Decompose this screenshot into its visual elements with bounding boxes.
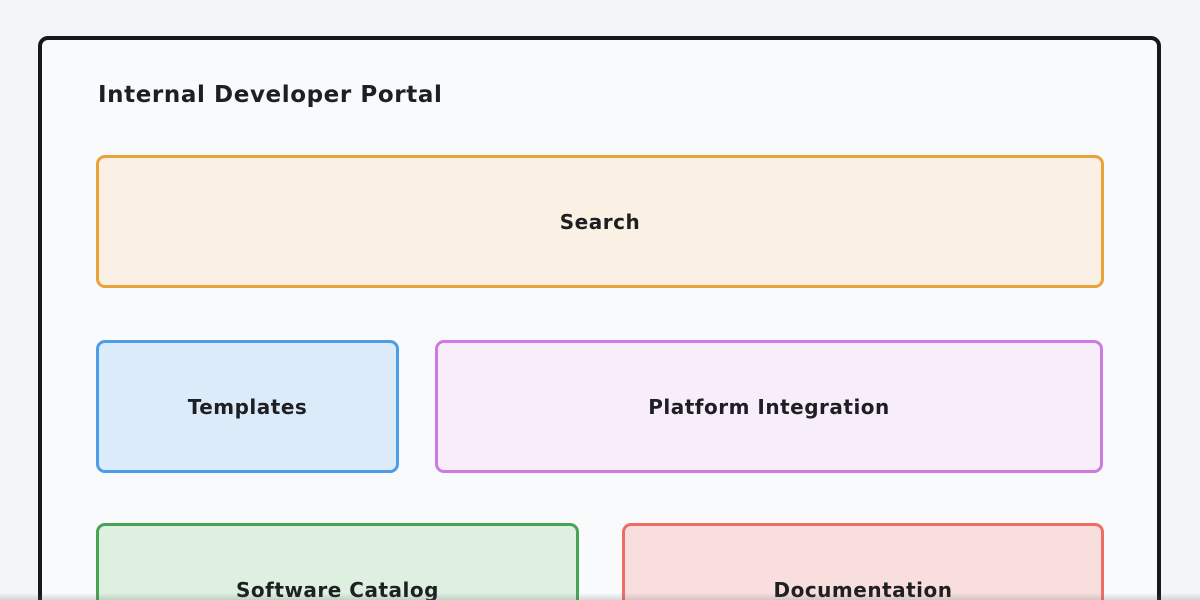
node-software-catalog-label: Software Catalog — [236, 577, 439, 600]
node-documentation[interactable]: Documentation — [622, 523, 1104, 600]
node-platform-integration[interactable]: Platform Integration — [435, 340, 1103, 473]
node-templates[interactable]: Templates — [96, 340, 399, 473]
node-search[interactable]: Search — [96, 155, 1104, 288]
node-software-catalog[interactable]: Software Catalog — [96, 523, 579, 600]
node-platform-integration-label: Platform Integration — [648, 394, 890, 419]
node-documentation-label: Documentation — [773, 577, 953, 600]
diagram-title: Internal Developer Portal — [98, 82, 443, 108]
portal-frame: Internal Developer Portal Search Templat… — [38, 36, 1161, 600]
node-templates-label: Templates — [187, 394, 308, 419]
node-search-label: Search — [559, 209, 641, 234]
